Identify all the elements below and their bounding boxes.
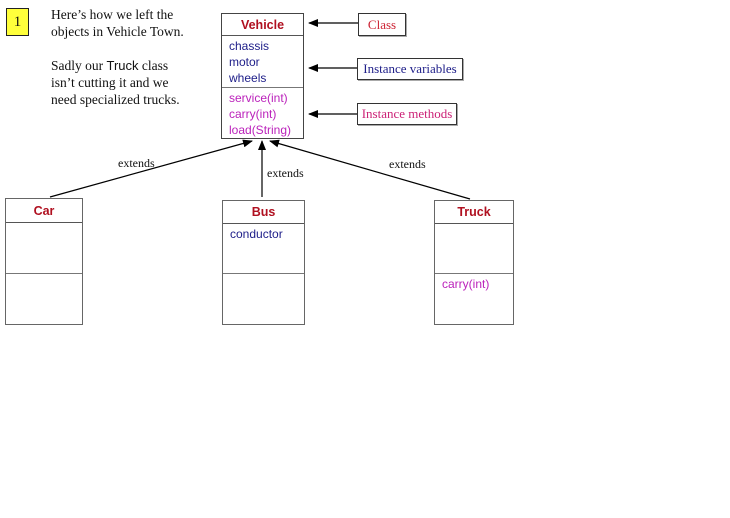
vehicle-class-box: Vehicle chassis motor wheels service(int… xyxy=(221,13,304,139)
narration-truck-word: Truck xyxy=(106,58,139,73)
slide-number-text: 1 xyxy=(13,13,22,30)
vehicle-method: load(String) xyxy=(229,123,292,137)
extends-label-truck: extends xyxy=(388,157,427,172)
vehicle-variable: motor xyxy=(229,55,260,69)
narration-para2-line2: isn’t cutting it and we xyxy=(51,75,169,90)
vehicle-class-name: Vehicle xyxy=(222,14,303,36)
vehicle-method: carry(int) xyxy=(229,107,277,121)
vehicle-variable: wheels xyxy=(229,71,267,85)
narration-para2-line3: need specialized trucks. xyxy=(51,92,180,107)
bus-variable: conductor xyxy=(230,227,283,241)
extends-label-car: extends xyxy=(117,156,156,171)
class-annotation-box: Class xyxy=(358,13,406,36)
extends-label-bus: extends xyxy=(266,166,305,181)
instance-methods-annotation-box: Instance methods xyxy=(357,103,457,125)
instance-methods-annotation-label: Instance methods xyxy=(361,106,453,121)
truck-method: carry(int) xyxy=(442,277,490,291)
vehicle-variable: chassis xyxy=(229,39,270,53)
car-class-box: Car xyxy=(5,198,83,325)
truck-class-name: Truck xyxy=(435,201,513,224)
bus-class-name: Bus xyxy=(223,201,304,224)
class-annotation-label: Class xyxy=(367,16,397,32)
narration-paragraph-2: Sadly our Truck class isn’t cutting it a… xyxy=(51,57,231,108)
vehicle-methods-section: service(int) carry(int) load(String) xyxy=(222,88,303,138)
vehicle-variables-section: chassis motor wheels xyxy=(222,36,303,88)
car-variables-section xyxy=(6,223,82,274)
instance-variables-annotation-label: Instance variables xyxy=(363,61,457,76)
bus-class-box: Bus conductor xyxy=(222,200,305,325)
truck-class-box: Truck carry(int) xyxy=(434,200,514,325)
vehicle-method: service(int) xyxy=(229,91,288,105)
narration-paragraph-1: Here’s how we left the objects in Vehicl… xyxy=(51,7,184,39)
truck-methods-section: carry(int) xyxy=(435,274,513,324)
bus-methods-section xyxy=(223,274,304,324)
bus-variables-section: conductor xyxy=(223,224,304,274)
narration-text: Here’s how we left the objects in Vehicl… xyxy=(51,6,231,108)
instance-variables-annotation-box: Instance variables xyxy=(357,58,463,80)
slide-number-badge: 1 xyxy=(6,8,29,36)
narration-para2-suffix: class xyxy=(138,58,169,73)
car-methods-section xyxy=(6,274,82,324)
car-class-name: Car xyxy=(6,199,82,223)
narration-para2-prefix: Sadly our xyxy=(51,58,107,73)
truck-variables-section xyxy=(435,224,513,274)
